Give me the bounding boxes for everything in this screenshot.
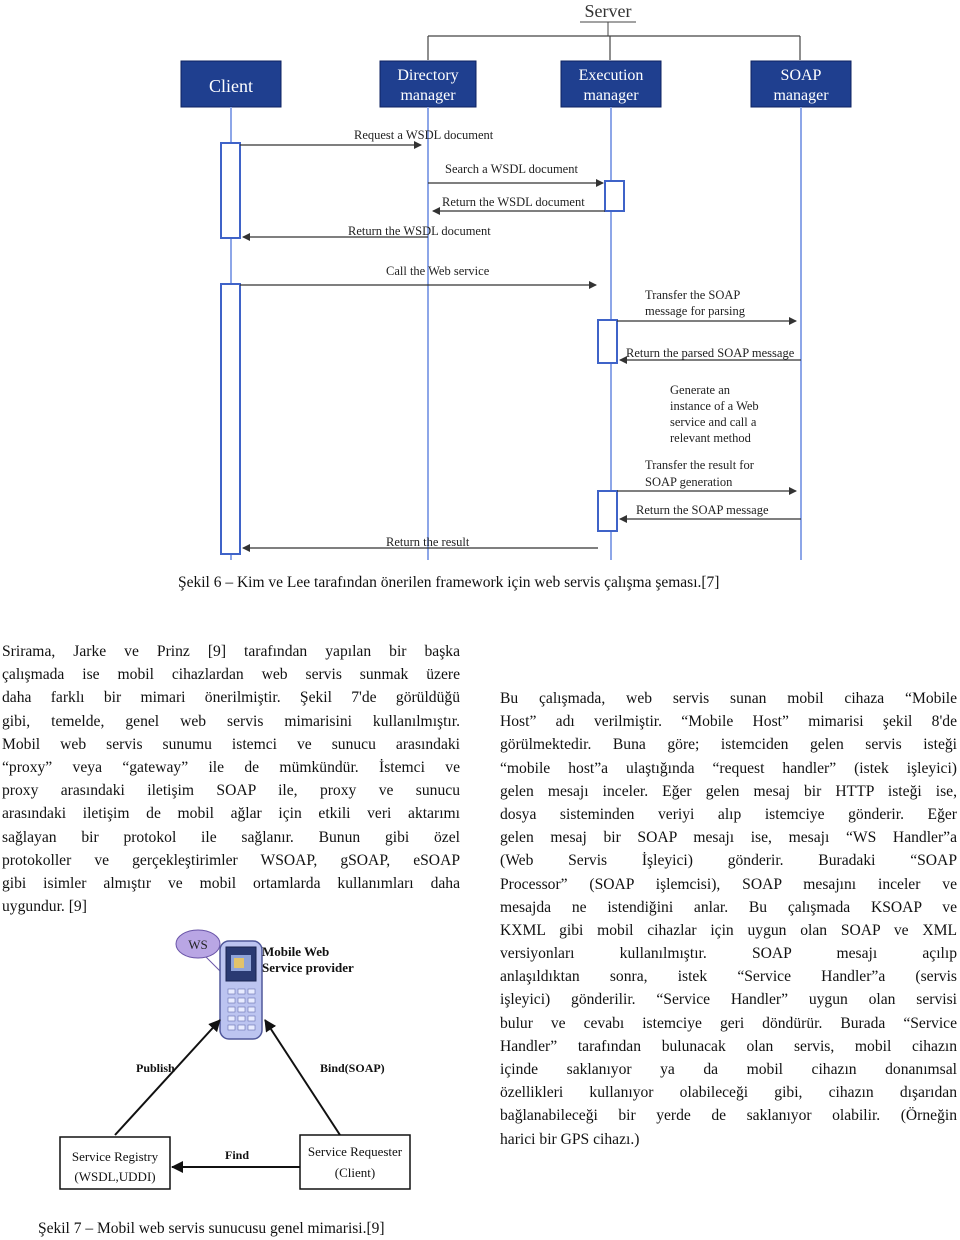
server-label: Server (585, 1, 632, 21)
text-line: bağlanabileceği bir yerde de saklanıyor … (500, 1107, 957, 1125)
text-line: görülmektedir. Buna göre; istemciden gel… (500, 736, 957, 754)
text-line: gelen mesajı inceler. Eğer gelen mesaj b… (500, 782, 957, 800)
text-line: anlaşıldıktan sonra, istek “Service Hand… (500, 968, 957, 986)
ws-badge: WS (175, 929, 221, 959)
figure6-caption: Şekil 6 – Kim ve Lee tarafından önerilen… (178, 574, 720, 591)
participant-client-label: Client (209, 76, 253, 96)
activation-bars (220, 142, 625, 555)
right-paragraph: Bu çalışmada, web servis sunan mobil cih… (500, 687, 957, 1151)
participant-directory-manager: Directory manager (379, 60, 477, 108)
text-line: protokoller ve gerçekleştirimler WSOAP, … (2, 851, 460, 869)
text-line: Handler” tarafından bulunacak olan servi… (500, 1037, 957, 1055)
participant-client: Client (180, 60, 282, 108)
text-line: (Web Servis İşleyici) gönderir. Buradaki… (500, 852, 957, 870)
participant-execution-manager: Execution manager (560, 60, 662, 108)
requester-label-2: (Client) (335, 1165, 375, 1180)
execution-label-2: manager (583, 87, 639, 104)
directory-label-1: Directory (397, 67, 458, 84)
registry-label-2: (WSDL,UDDI) (74, 1169, 155, 1184)
msg-return-wsdl-client: Return the WSDL document (348, 224, 491, 238)
msg-return-wsdl-exec: Return the WSDL document (442, 195, 585, 209)
msg-generate-1: Generate an (670, 383, 731, 397)
service-registry-box: Service Registry (WSDL,UDDI) (59, 1136, 171, 1190)
text-line: mesajda ne istendiğini anlar. Bu çalışma… (500, 898, 957, 916)
text-line: “proxy” veya “gateway” ile de mümkündür.… (2, 758, 460, 776)
architecture-arrows (114, 1019, 341, 1173)
mobile-phone-icon (219, 940, 263, 1040)
provider-label-2: Service provider (262, 960, 354, 975)
text-line: sağlayan bir protokol ile sağlanır. Bunu… (2, 828, 460, 846)
registry-label-1: Service Registry (72, 1149, 159, 1164)
msg-generate-4: relevant method (670, 431, 752, 445)
mobile-ws-architecture-diagram: WS Mobile Web Service provider Publish B… (59, 929, 411, 1190)
bind-label: Bind(SOAP) (320, 1061, 385, 1075)
text-line: gelen mesaj bir SOAP mesajı ise, mesajı … (500, 829, 957, 847)
text-line: işleyici) gönderilir. “Service Handler” … (500, 991, 957, 1009)
msg-request-wsdl: Request a WSDL document (354, 128, 494, 142)
text-line: gibi, temelde, genel web servis mimarisi… (2, 712, 460, 730)
text-line: çalışmada ise mobil cihazlardan web serv… (2, 666, 460, 684)
text-line: KXML gibi mobil cihazlar için uygun olan… (500, 921, 957, 939)
figure7-caption: Şekil 7 – Mobil web servis sunucusu gene… (38, 1220, 385, 1237)
find-label: Find (225, 1148, 249, 1162)
text-line: uygundur. [9] (2, 898, 87, 916)
msg-transfer-result-2: SOAP generation (645, 475, 733, 489)
text-line: dosya sisteminden veriyi alıp istemciye … (500, 805, 957, 823)
msg-call-ws: Call the Web service (386, 264, 490, 278)
text-line: Srirama, Jarke ve Prinz [9] tarafından y… (2, 643, 460, 660)
requester-label-1: Service Requester (308, 1144, 403, 1159)
text-line: arasındaki iletişim de mobil ağlar için … (2, 805, 460, 823)
msg-transfer-result-1: Transfer the result for (645, 458, 755, 472)
text-line: Mobil web servis sunumu istemci ve sunuc… (2, 735, 460, 753)
publish-label: Publish (136, 1061, 175, 1075)
messages (240, 141, 801, 552)
provider-label-1: Mobile Web (262, 944, 329, 959)
text-line: özellikleri kullanıyor olabileceği gibi,… (500, 1084, 957, 1102)
msg-generate-2: instance of a Web (670, 399, 759, 413)
soap-label-1: SOAP (781, 67, 822, 84)
svg-text:WS: WS (188, 937, 208, 952)
soap-label-2: manager (773, 87, 829, 104)
sequence-diagram: Server Client Directory manager Executio… (180, 1, 852, 560)
msg-transfer-parse-2: message for parsing (645, 304, 746, 318)
msg-search-wsdl: Search a WSDL document (445, 162, 578, 176)
msg-return-parsed: Return the parsed SOAP message (626, 346, 795, 360)
text-line: Bu çalışmada, web servis sunan mobil cih… (500, 690, 957, 707)
participant-soap-manager: SOAP manager (750, 60, 852, 108)
text-line: harici bir GPS cihazı.) (500, 1130, 640, 1148)
text-line: içinde saklanıyor ya da mobil cihazın do… (500, 1061, 957, 1078)
text-line: “mobile host”a ulaştığında “request hand… (500, 759, 957, 777)
msg-transfer-parse-1: Transfer the SOAP (645, 288, 740, 302)
execution-label-1: Execution (579, 67, 644, 84)
service-requester-box: Service Requester (Client) (299, 1134, 411, 1190)
msg-return-soap: Return the SOAP message (636, 503, 769, 517)
text-line: versiyonları kullanılmıştır. SOAP mesajı… (500, 945, 957, 963)
text-line: bulur ve cevabı istemciye geri döndürür.… (500, 1014, 957, 1032)
msg-return-result: Return the result (386, 535, 470, 549)
text-line: Processor” (SOAP işlemcisi), SOAP mesajı… (500, 875, 957, 893)
directory-label-2: manager (400, 87, 456, 104)
text-line: proxy arasındaki iletişim SOAP ile, prox… (2, 782, 460, 800)
text-line: Host” adı verilmiştir. “Mobile Host” mim… (500, 713, 957, 731)
msg-generate-3: service and call a (670, 415, 757, 429)
left-paragraph: Srirama, Jarke ve Prinz [9] tarafından y… (2, 640, 460, 918)
text-line: daha farklı bir mimari önerilmiştir. Şek… (2, 689, 460, 707)
text-line: gibi isimler almıştır ve mobil ortamlard… (2, 874, 460, 892)
